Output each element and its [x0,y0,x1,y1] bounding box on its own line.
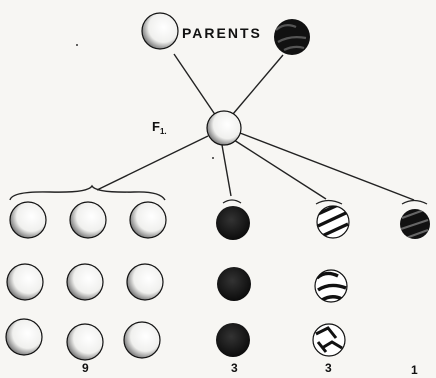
f2-group-patterned-white [312,205,350,357]
f2-white-ball [129,201,167,239]
f2-white-ball [6,263,44,301]
f2-white-ball [66,263,104,301]
ratio-plain-white: 9 [82,361,89,375]
ratio-patterned-black: 1 [411,363,418,377]
paper-specks [76,44,214,159]
f2-patterned-white-ball [314,269,348,303]
f2-patterned-white-ball [312,323,346,357]
parent-black-patterned-ball [274,19,310,55]
group-arcs [222,199,428,205]
f2-white-ball [5,318,43,356]
f2-group-plain-black [216,206,251,357]
f2-patterned-black-ball [400,209,430,239]
f2-white-ball [9,201,47,239]
f2-white-ball [69,201,107,239]
connector-lines [96,53,415,201]
f2-group-plain-white [5,201,167,361]
f2-black-ball [217,267,251,301]
ratio-plain-black: 3 [231,361,238,375]
parent-white-ball [141,12,179,50]
f2-white-ball [126,263,164,301]
group-brace [9,184,166,201]
f2-black-ball [216,206,250,240]
f2-black-ball [216,323,250,357]
parents-label: PARENTS [182,25,262,41]
ratio-patterned-white: 3 [325,361,332,375]
f2-white-ball [66,323,104,361]
f2-white-ball [123,321,161,359]
f1-ball [206,110,242,146]
f2-patterned-white-ball [316,205,350,239]
f1-label: F1. [152,119,167,136]
